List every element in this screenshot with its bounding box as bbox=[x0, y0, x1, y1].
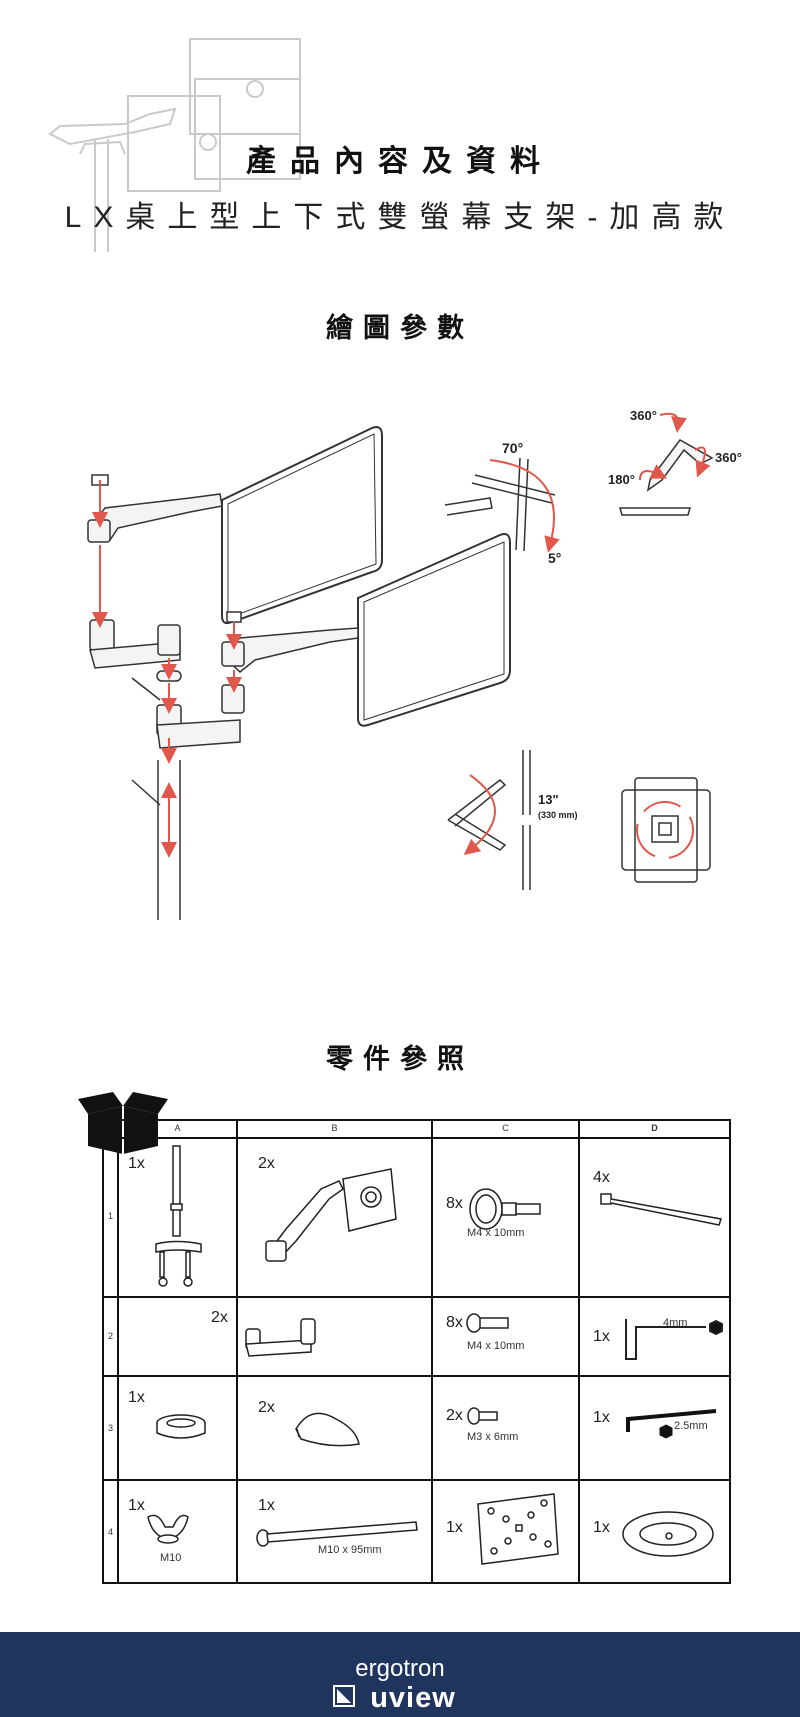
lift-height-mm-label: (330 mm) bbox=[538, 810, 578, 820]
extension-arm bbox=[89, 619, 245, 749]
part-small-screw-spec: M3 x 6mm bbox=[467, 1431, 519, 1443]
collar-icon bbox=[156, 1414, 206, 1439]
row-header-4: 4 bbox=[107, 1527, 113, 1537]
footer-brand-ergotron: ergotron bbox=[355, 1655, 445, 1682]
lower-arm bbox=[220, 611, 359, 673]
arm-cover-icon bbox=[295, 1412, 360, 1447]
part-extension-qty: 2x bbox=[211, 1309, 228, 1326]
small-screw-icon bbox=[467, 1407, 498, 1425]
knob-screw-icon bbox=[469, 1188, 541, 1230]
bolt-icon bbox=[256, 1521, 418, 1547]
part-collar-qty: 1x bbox=[128, 1389, 145, 1406]
part-cover-qty: 2x bbox=[258, 1399, 275, 1416]
page-title: 產品內容及資料 bbox=[246, 145, 554, 178]
column-header-d: D bbox=[651, 1123, 658, 1133]
assembly-diagram: 70° 5° 360° 360° 180° 13" (330 mm) bbox=[86, 408, 742, 920]
row-header-3: 3 bbox=[107, 1423, 113, 1433]
rotate-top-label: 360° bbox=[630, 408, 657, 423]
part-plate-qty: 1x bbox=[446, 1519, 463, 1536]
tilt-down-label: 5° bbox=[548, 550, 561, 566]
hero-product-illustration bbox=[48, 38, 301, 252]
rotate-right-label: 360° bbox=[715, 450, 742, 465]
part-wing-nut-qty: 1x bbox=[128, 1497, 145, 1514]
parts-table-grid bbox=[102, 1119, 731, 1584]
extension-arm-icon bbox=[245, 1318, 316, 1357]
pole bbox=[131, 677, 181, 920]
rotate-base-label: 180° bbox=[608, 472, 635, 487]
part-small-screw-qty: 2x bbox=[446, 1407, 463, 1424]
part-knob-screw-spec: M4 x 10mm bbox=[467, 1227, 525, 1239]
part-hex-key-25-qty: 1x bbox=[593, 1409, 610, 1426]
part-cable-tie-qty: 4x bbox=[593, 1169, 610, 1186]
part-knob-screw-qty: 8x bbox=[446, 1195, 463, 1212]
mounting-plate-icon bbox=[477, 1493, 559, 1565]
uview-logo-icon bbox=[333, 1685, 355, 1707]
box-icon bbox=[78, 1092, 168, 1154]
parts-section-title: 零件參照 bbox=[326, 1044, 474, 1074]
row-header-2: 2 bbox=[107, 1331, 113, 1341]
part-screw-spec: M4 x 10mm bbox=[467, 1340, 525, 1352]
part-grommet-qty: 1x bbox=[593, 1519, 610, 1536]
column-header-b: B bbox=[331, 1123, 338, 1133]
upper-arm bbox=[86, 474, 223, 543]
part-hex-key-4-qty: 1x bbox=[593, 1328, 610, 1345]
tilt-up-label: 70° bbox=[502, 440, 523, 456]
part-hex-key-25-spec: 2.5mm bbox=[674, 1420, 708, 1432]
lower-monitor bbox=[357, 533, 511, 727]
part-bolt-spec: M10 x 95mm bbox=[318, 1544, 382, 1556]
part-hex-key-4-spec: 4mm bbox=[663, 1317, 688, 1329]
monitor-arm-icon bbox=[265, 1168, 397, 1262]
portrait-rotation-detail bbox=[621, 777, 711, 883]
footer-bar bbox=[0, 1632, 800, 1717]
pole-clamp-icon bbox=[155, 1145, 202, 1287]
row-header-1: 1 bbox=[107, 1211, 113, 1221]
footer-brand-uview: uview bbox=[370, 1682, 456, 1714]
product-subtitle: LX桌上型上下式雙螢幕支架-加高款 bbox=[64, 201, 736, 234]
hex-key-2-5mm-icon bbox=[626, 1409, 717, 1439]
part-wing-nut-spec: M10 bbox=[160, 1552, 182, 1564]
part-pole-qty: 1x bbox=[128, 1155, 145, 1172]
hex-key-4mm-icon bbox=[625, 1319, 723, 1360]
screw-icon bbox=[466, 1313, 509, 1333]
height-detail bbox=[447, 750, 531, 890]
lift-height-label: 13" bbox=[538, 792, 559, 807]
column-header-a: A bbox=[174, 1123, 181, 1133]
cable-tie-icon bbox=[600, 1193, 722, 1226]
parts-table: A B C D 1 2 3 4 1x 2x 8x M4 x 10 bbox=[101, 1119, 732, 1584]
column-header-c: C bbox=[502, 1123, 509, 1133]
part-bolt-qty: 1x bbox=[258, 1497, 275, 1514]
wing-nut-icon bbox=[147, 1514, 189, 1544]
part-screw-qty: 8x bbox=[446, 1314, 463, 1331]
upper-monitor bbox=[221, 426, 383, 625]
drawing-section-title: 繪圖參數 bbox=[326, 313, 474, 343]
grommet-icon bbox=[622, 1511, 714, 1557]
tilt-detail bbox=[444, 457, 556, 552]
part-arm-qty: 2x bbox=[258, 1155, 275, 1172]
